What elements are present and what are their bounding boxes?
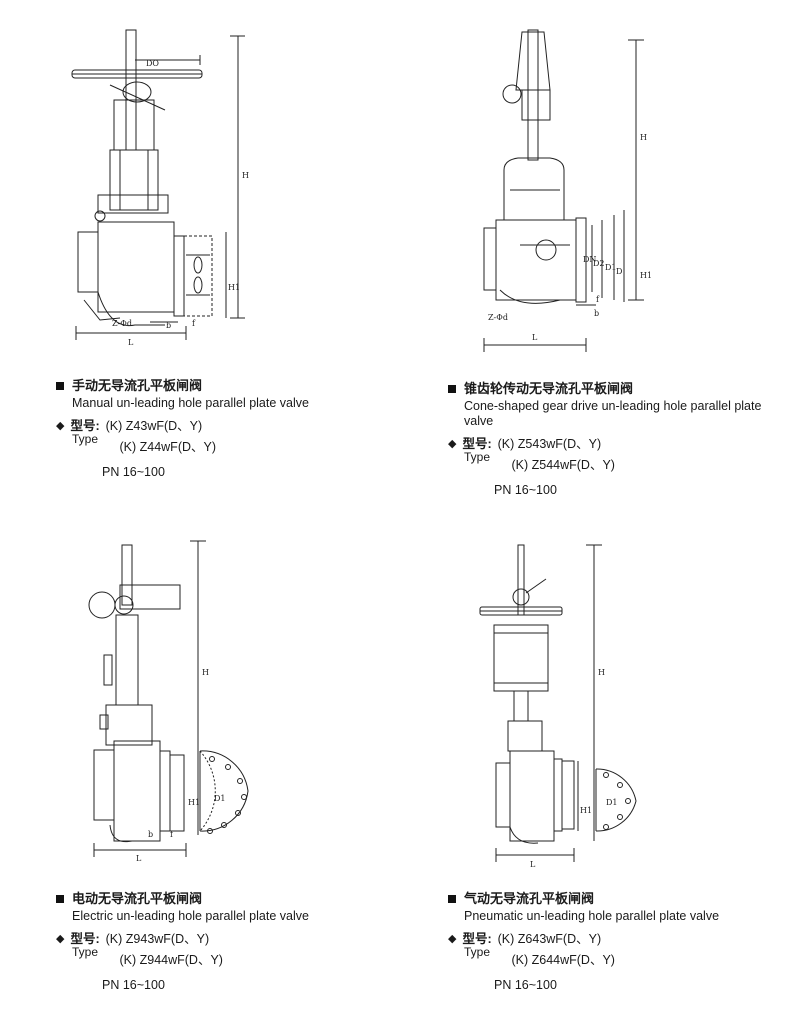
pressure-rating: PN 16~100 [494,483,557,497]
type-label-en: Type [464,450,491,464]
dim-d1: D1 [606,798,618,807]
title-cn: 电动无导流孔平板闸阀 [72,891,203,906]
diamond-bullet-icon: ◆ [56,933,65,945]
dim-f: f [596,295,600,304]
manual-valve-drawing: DO H H1 L b f Z-Φd [0,0,249,347]
valve-cell-manual: DO H H1 L b f Z-Φd 手动无导流孔平板闸阀 Manual un-… [0,0,400,515]
type-label-en: Type [464,945,491,959]
dim-h: H [598,668,605,677]
manual-caption: 手动无导流孔平板闸阀 Manual un-leading hole parall… [56,378,392,480]
pneumatic-caption: 气动无导流孔平板闸阀 Pneumatic un-leading hole par… [448,891,784,993]
type-label-cn: 型号: [70,932,100,946]
dim-d1: D1 [214,794,226,803]
dim-h1: H1 [188,798,200,807]
dim-d1: D1 [605,263,617,272]
valve-cell-pneumatic: H H1 D1 L 气动无导流孔平板闸阀 Pneumatic un-leadin… [400,515,800,1033]
dim-b: b [148,830,153,839]
dim-h1: H1 [580,806,592,815]
diamond-bullet-icon: ◆ [448,438,457,450]
pressure-rating: PN 16~100 [102,978,165,992]
model-1: (K) Z643wF(D、Y) [497,932,602,946]
electric-valve-drawing: H H1 D1 b f L [0,515,400,863]
dim-h1: H1 [640,271,652,280]
model-1: (K) Z543wF(D、Y) [497,437,602,451]
title-en: Electric un-leading hole parallel plate … [72,909,309,923]
model-2: (K) Z644wF(D、Y) [511,953,615,967]
square-bullet-icon [448,384,456,393]
dim-d2: D2 [593,259,605,268]
dim-d: D [616,267,622,276]
type-label-en: Type [72,432,99,446]
title-cn: 锥齿轮传动无导流孔平板闸阀 [464,381,634,396]
square-bullet-icon [56,381,64,390]
gear-valve-drawing: H DN D2 D1 D H1 L b f Z-Φd [400,0,652,360]
title-en: Manual un-leading hole parallel plate va… [72,396,309,410]
dim-l: L [128,338,134,347]
valve-cell-electric: H H1 D1 b f L 电动无导流孔平板闸阀 Electric un-lea… [0,515,400,1033]
type-label-cn: 型号: [462,932,492,946]
model-2: (K) Z544wF(D、Y) [511,458,615,472]
title-cn: 气动无导流孔平板闸阀 [464,891,595,906]
model-1: (K) Z943wF(D、Y) [105,932,210,946]
dim-h: H [640,133,647,142]
gear-caption: 锥齿轮传动无导流孔平板闸阀 Cone-shaped gear drive un-… [448,381,774,498]
square-bullet-icon [56,894,64,903]
electric-caption: 电动无导流孔平板闸阀 Electric un-leading hole para… [56,891,392,993]
type-label-en: Type [72,945,99,959]
title-cn: 手动无导流孔平板闸阀 [72,378,203,393]
diamond-bullet-icon: ◆ [56,420,65,432]
title-en: Cone-shaped gear drive un-leading hole p… [464,399,762,428]
pressure-rating: PN 16~100 [102,465,165,479]
dim-b: b [166,321,171,330]
dim-b: b [594,309,599,318]
model-2: (K) Z944wF(D、Y) [119,953,223,967]
valve-cell-gear: H DN D2 D1 D H1 L b f Z-Φd 锥齿轮传动无导流孔平板闸阀… [400,0,800,515]
dim-l: L [530,860,536,869]
dim-dn: DN [583,255,596,264]
title-en: Pneumatic un-leading hole parallel plate… [464,909,720,923]
dim-f: f [170,830,174,839]
dim-h1: H1 [228,283,240,292]
dim-do: DO [146,59,159,68]
pneumatic-valve-drawing: H H1 D1 L [400,515,800,869]
dim-zd: Z-Φd [112,319,132,328]
pressure-rating: PN 16~100 [494,978,557,992]
dim-l: L [532,333,538,342]
dim-zd: Z-Φd [488,313,508,322]
diamond-bullet-icon: ◆ [448,933,457,945]
type-label-cn: 型号: [70,419,100,433]
square-bullet-icon [448,894,456,903]
model-2: (K) Z44wF(D、Y) [119,440,217,454]
dim-f: f [192,319,196,328]
dim-h: H [242,171,249,180]
type-label-cn: 型号: [462,437,492,451]
dim-l: L [136,854,142,863]
model-1: (K) Z43wF(D、Y) [105,419,203,433]
dim-h: H [202,668,209,677]
